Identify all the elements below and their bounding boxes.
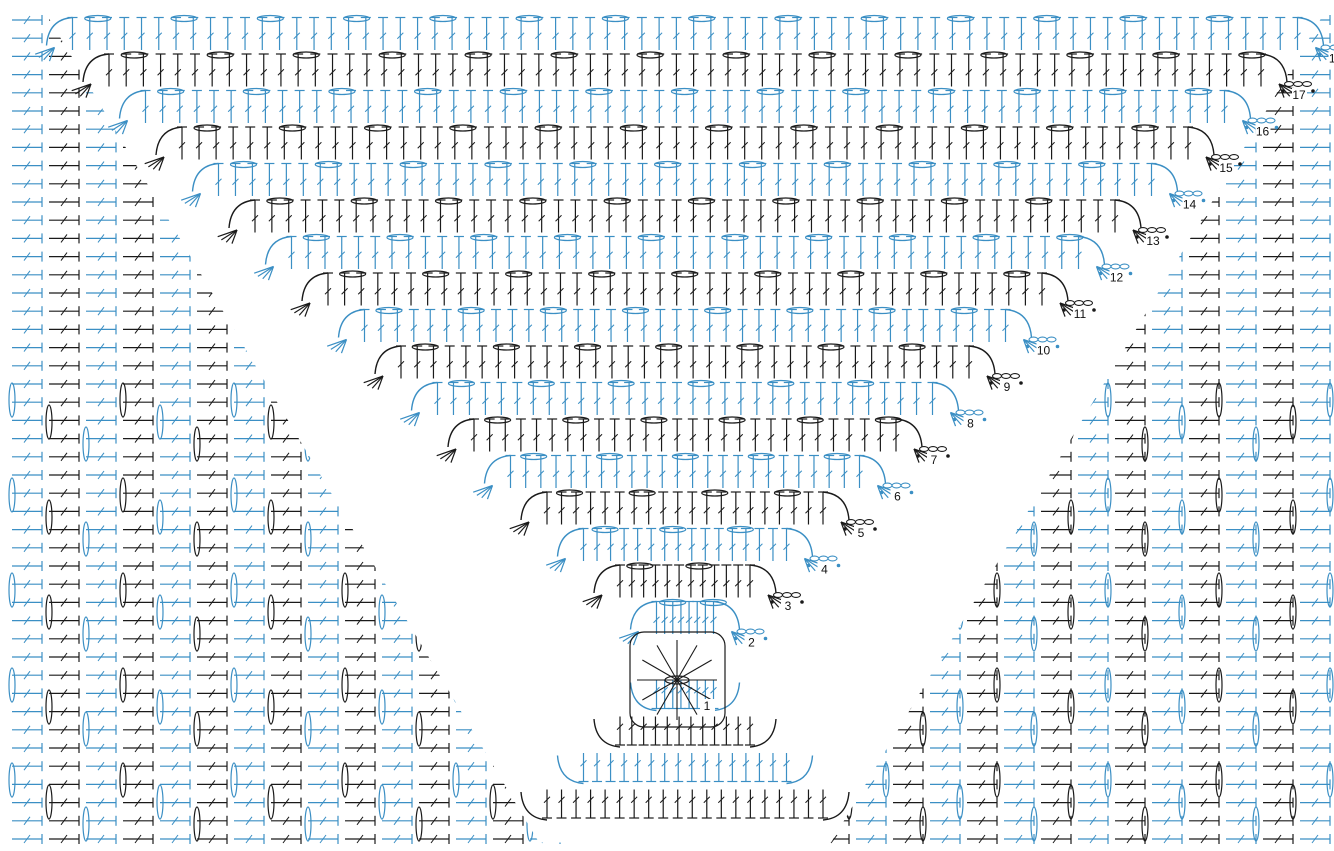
chain-oval-icon: [46, 690, 52, 724]
chain-oval-icon: [268, 500, 274, 534]
chain-oval-icon: [157, 500, 163, 534]
chain-oval-icon: [120, 763, 126, 797]
chain-oval-icon: [305, 617, 311, 651]
chain-oval-icon: [342, 763, 348, 797]
chain-oval-icon: [157, 595, 163, 629]
chain-oval-icon: [194, 807, 200, 841]
chain-oval-icon: [194, 712, 200, 746]
chain-oval-icon: [416, 712, 422, 746]
chain-oval-icon: [83, 712, 89, 746]
chain-oval-icon: [9, 668, 15, 702]
chain-oval-icon: [120, 478, 126, 512]
chain-oval-icon: [83, 617, 89, 651]
chain-oval-icon: [157, 690, 163, 724]
chain-oval-icon: [231, 763, 237, 797]
square-rounds: [35, 0, 1334, 843]
chain-oval-icon: [305, 522, 311, 556]
chain-oval-icon: [379, 595, 385, 629]
chain-oval-icon: [120, 383, 126, 417]
chain-oval-icon: [9, 383, 15, 417]
chain-oval-icon: [342, 668, 348, 702]
chain-oval-icon: [231, 383, 237, 417]
chain-oval-icon: [416, 807, 422, 841]
chain-oval-icon: [453, 763, 459, 797]
chain-oval-icon: [194, 617, 200, 651]
stitch-column: [83, 15, 116, 844]
chain-oval-icon: [305, 807, 311, 841]
chain-oval-icon: [46, 500, 52, 534]
square-background: [38, 0, 1332, 843]
chain-oval-icon: [157, 405, 163, 439]
chain-oval-icon: [231, 478, 237, 512]
chain-oval-icon: [379, 690, 385, 724]
stitch-column: [1263, 15, 1296, 844]
chain-oval-icon: [268, 595, 274, 629]
chain-oval-icon: [9, 763, 15, 797]
chain-oval-icon: [268, 690, 274, 724]
chain-oval-icon: [305, 712, 311, 746]
chain-oval-icon: [83, 427, 89, 461]
chain-oval-icon: [268, 405, 274, 439]
stitch-column: [46, 15, 79, 844]
chain-oval-icon: [120, 668, 126, 702]
stitch-column: [1300, 15, 1333, 844]
chain-oval-icon: [194, 427, 200, 461]
chain-oval-icon: [231, 668, 237, 702]
chain-oval-icon: [194, 522, 200, 556]
chain-oval-icon: [46, 595, 52, 629]
stitch-column: [9, 15, 42, 844]
chain-oval-icon: [46, 405, 52, 439]
chain-oval-icon: [9, 478, 15, 512]
chain-oval-icon: [83, 807, 89, 841]
chain-oval-icon: [83, 522, 89, 556]
